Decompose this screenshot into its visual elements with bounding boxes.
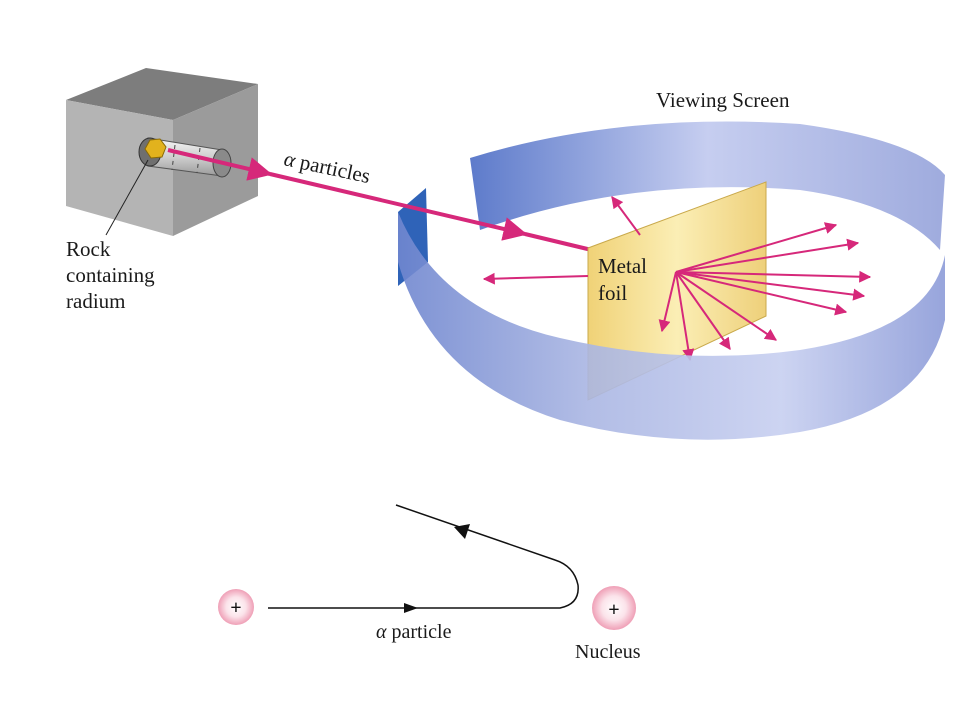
alpha-particle-plus-sign: +: [230, 597, 241, 619]
viewing-screen-label: Viewing Screen: [656, 88, 790, 112]
ray-fan-1: [675, 222, 838, 273]
viewing-screen-front-band: [398, 212, 945, 440]
ray-fan-8: [675, 271, 695, 362]
deflection-illustration: + + α particle Nucleus: [218, 504, 641, 663]
rock-label-line1: Rock: [66, 237, 111, 261]
metal-foil-label-line1: Metal: [598, 254, 647, 278]
ray-fan-3: [675, 270, 872, 283]
ray-backward-left: [482, 272, 589, 285]
alpha-particle-label: α particle: [376, 621, 452, 643]
ray-fan-7: [675, 271, 731, 350]
alpha-beam-incoming: [167, 148, 273, 181]
nucleus-plus-sign: +: [608, 599, 619, 621]
ray-backward-up: [611, 196, 641, 236]
nucleus-label: Nucleus: [575, 641, 641, 663]
alpha-particle-charge: [218, 589, 254, 625]
box-top-face: [66, 68, 258, 120]
nucleus-charge: [592, 586, 636, 630]
ray-fan-4: [675, 271, 866, 301]
alpha-trajectory: [268, 504, 579, 609]
ray-fan-2: [675, 238, 860, 273]
trajectory-arrow-incoming: [404, 603, 418, 613]
radium-rock: [144, 138, 167, 159]
box-front-face: [66, 100, 173, 236]
ray-fan-5: [675, 271, 848, 316]
ray-fan-6: [675, 271, 777, 341]
rock-label-line3: radium: [66, 289, 125, 313]
alpha-beam-segment-2: [269, 172, 528, 241]
metal-foil-label-line2: foil: [598, 281, 627, 305]
trajectory-arrow-outgoing: [454, 524, 470, 539]
radium-source-box: [66, 68, 258, 236]
scattered-rays: [482, 196, 872, 362]
ray-fan-9: [658, 271, 677, 333]
rock-label-line2: containing: [66, 263, 155, 287]
rock-pointer-line: [105, 159, 149, 236]
screen-back-band: [470, 121, 945, 250]
